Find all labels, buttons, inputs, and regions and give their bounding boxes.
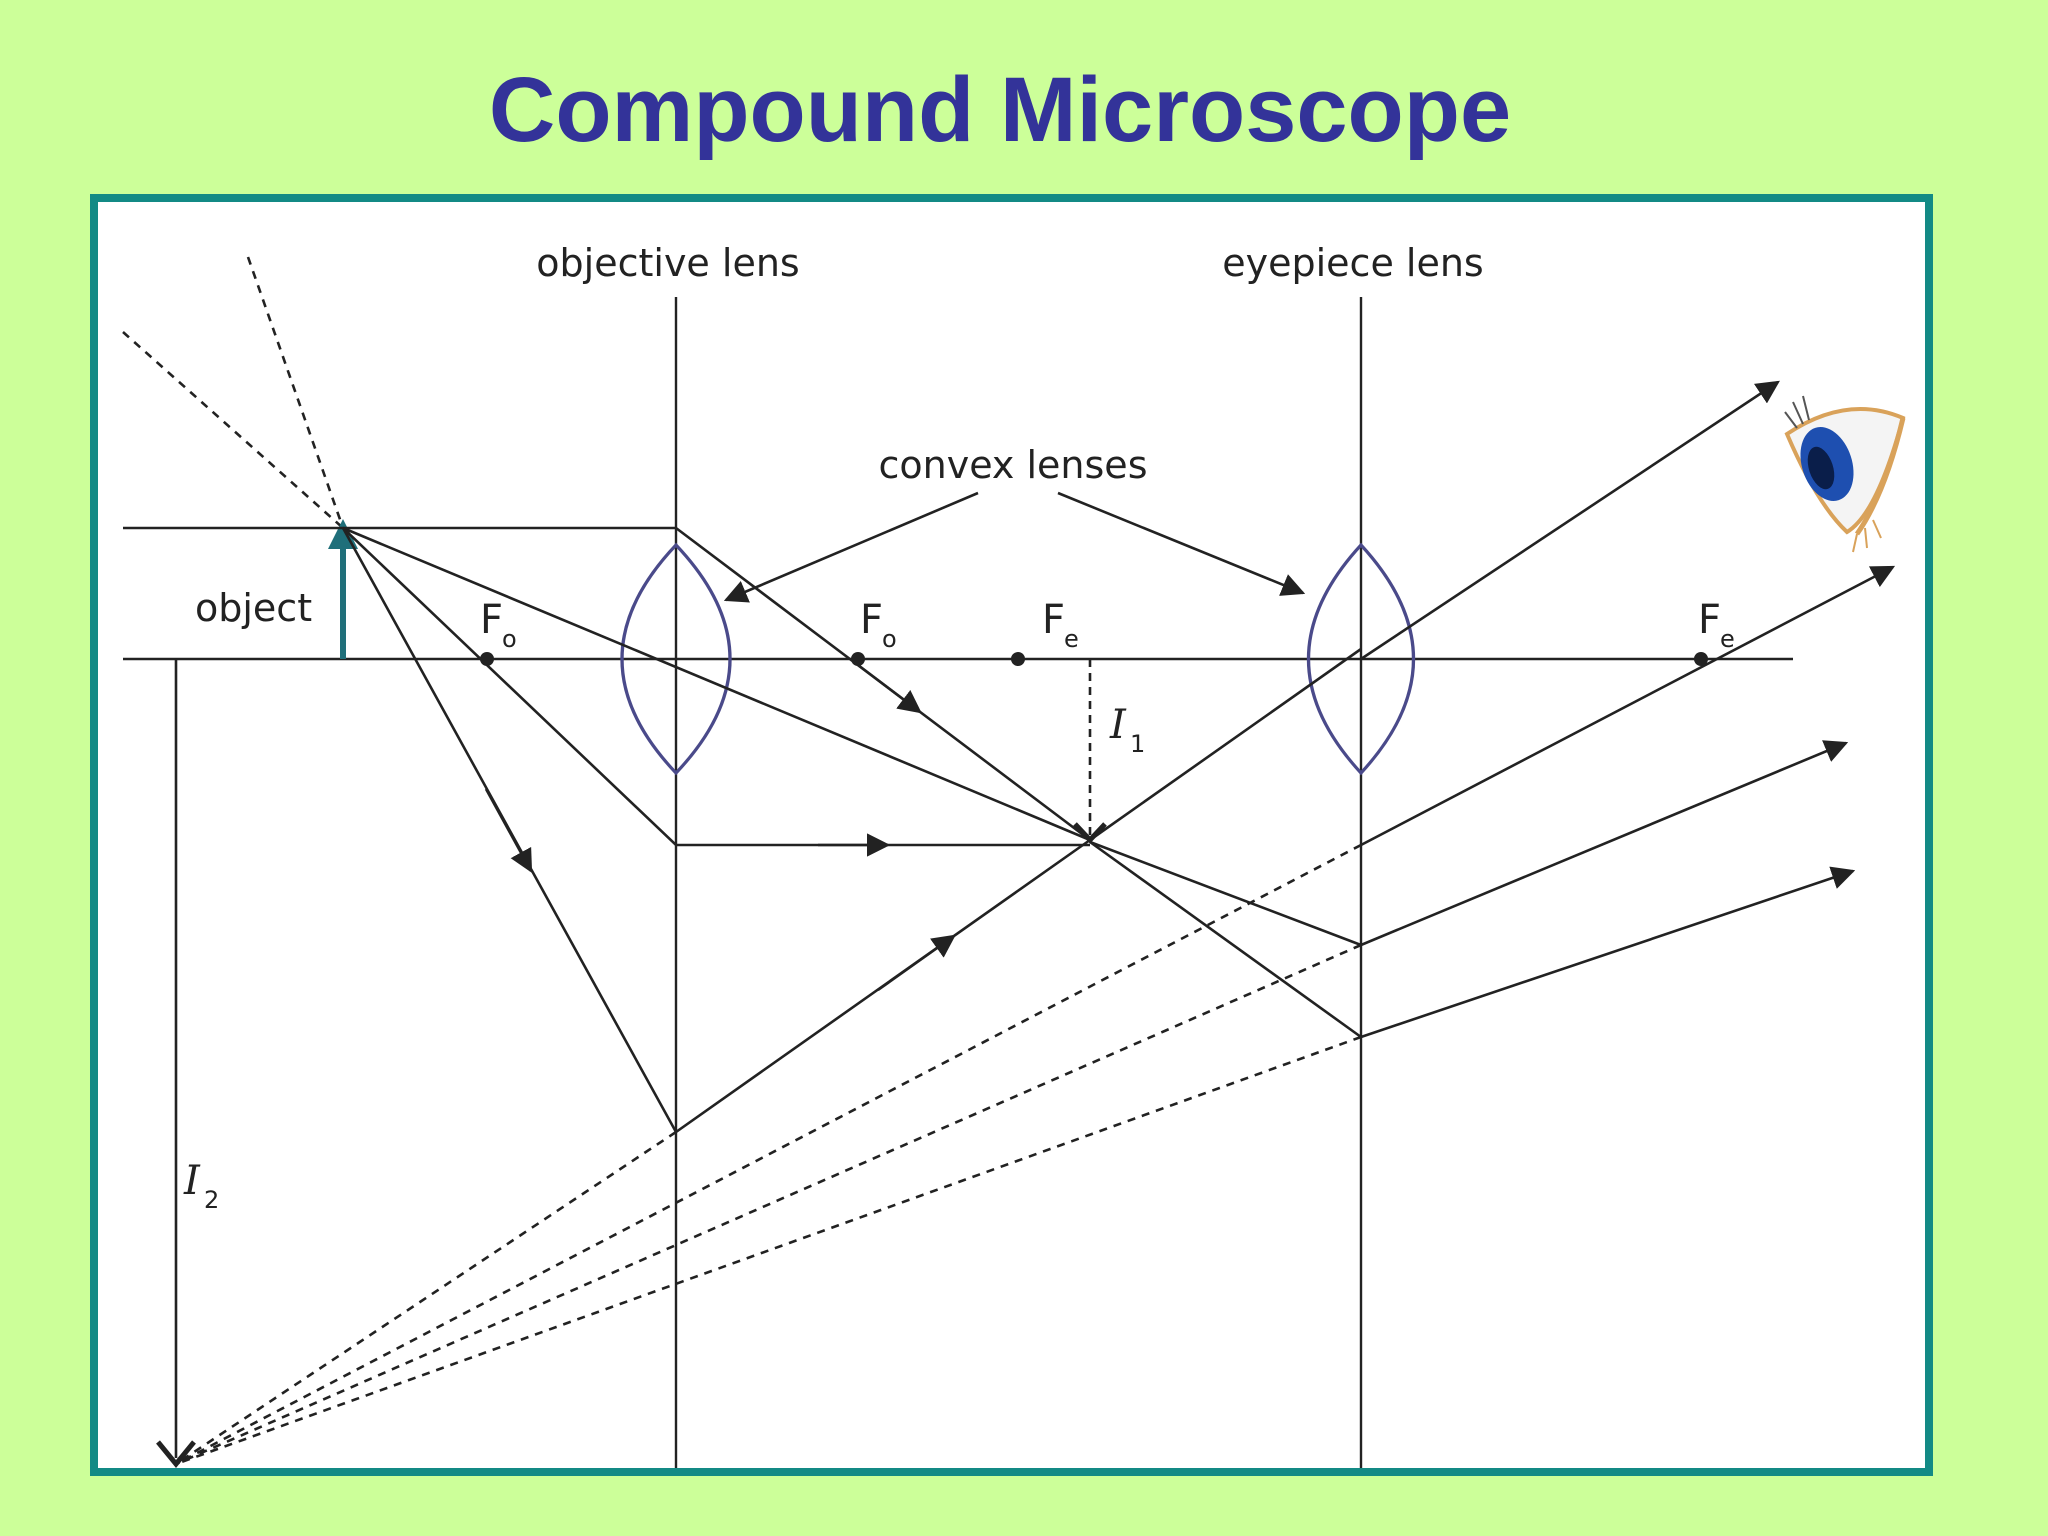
objective-lens-label: objective lens	[536, 241, 799, 285]
svg-text:F: F	[860, 597, 883, 643]
ray-direction-arrow	[857, 663, 922, 714]
ray-to-eyepiece	[1089, 647, 1362, 842]
ray-focal	[342, 527, 1090, 847]
ray-steep	[341, 527, 1091, 1134]
ray-to-eyepiece	[1089, 840, 1362, 947]
convex-lenses-pointer	[723, 491, 979, 603]
image-label-i2: I 2	[183, 1158, 219, 1214]
focal-label-objective-left: F o	[480, 597, 517, 653]
focal-label-eyepiece-left: F e	[1042, 597, 1079, 653]
svg-text:I: I	[1109, 702, 1127, 748]
objective-convex-lens	[620, 542, 732, 776]
virtual-ray-extension	[246, 256, 345, 529]
svg-text:o: o	[502, 625, 517, 653]
eye-icon	[1784, 395, 1906, 553]
svg-text:e: e	[1720, 625, 1735, 653]
svg-text:I: I	[183, 1158, 201, 1204]
ray-direction-arrow	[877, 934, 956, 992]
emergent-ray	[1360, 866, 1856, 1039]
ray-direction-arrow	[484, 788, 533, 874]
virtual-ray-extension	[175, 1035, 1362, 1466]
emergent-ray	[1360, 380, 1780, 661]
microscope-ray-diagram: objective lens eyepiece lens convex lens…	[122, 241, 1906, 1468]
svg-text:F: F	[480, 597, 503, 643]
diagram-frame: objective lens eyepiece lens convex lens…	[90, 194, 1933, 1476]
focal-point-dot	[480, 652, 494, 666]
svg-text:e: e	[1064, 625, 1079, 653]
svg-text:1: 1	[1130, 730, 1145, 758]
virtual-ray-extension	[122, 331, 344, 529]
virtual-ray-extension	[175, 943, 1362, 1466]
emergent-ray	[1360, 740, 1849, 947]
virtual-ray-extension	[175, 1130, 677, 1466]
ray-to-eyepiece	[1089, 840, 1362, 1039]
focal-point-dot	[1694, 652, 1708, 666]
object-label: object	[195, 586, 312, 630]
svg-text:F: F	[1042, 597, 1065, 643]
focal-point-dot	[1011, 652, 1025, 666]
svg-text:F: F	[1698, 597, 1721, 643]
svg-text:2: 2	[204, 1186, 219, 1214]
convex-lenses-label: convex lenses	[879, 443, 1148, 487]
eyepiece-lens-label: eyepiece lens	[1222, 241, 1483, 285]
focal-point-dot	[851, 652, 865, 666]
image-label-i1: I 1	[1109, 702, 1145, 758]
virtual-ray-extension	[175, 843, 1362, 1466]
convex-lenses-pointer	[1057, 491, 1306, 596]
final-image-arrowhead	[156, 1440, 196, 1468]
ray-parallel	[123, 526, 1091, 842]
svg-text:o: o	[882, 625, 897, 653]
ray-central	[342, 526, 1091, 842]
emergent-ray	[1360, 565, 1896, 847]
eyepiece-convex-lens	[1307, 542, 1415, 776]
focal-label-objective-right: F o	[860, 597, 897, 653]
page-title: Compound Microscope	[488, 59, 1512, 161]
focal-label-eyepiece-right: F e	[1698, 597, 1735, 653]
